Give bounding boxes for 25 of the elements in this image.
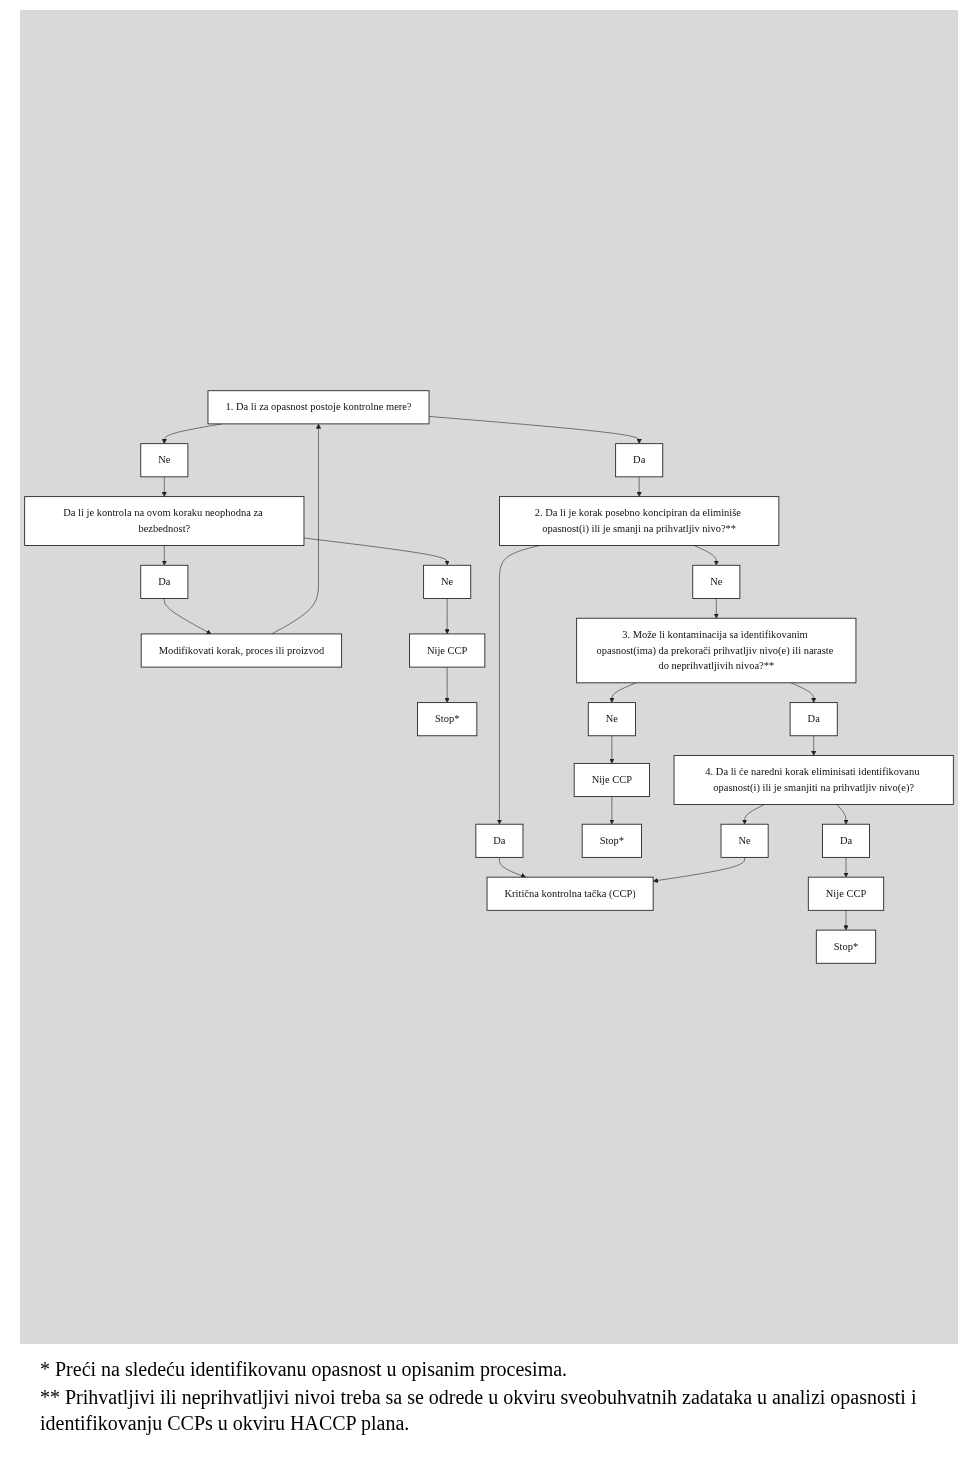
node-box: Ne [140, 443, 189, 478]
footnote: * Preći na sledeću identifikovanu opasnost u opisanim procesima. [40, 1357, 569, 1382]
node-box: Nije CCP [409, 633, 486, 668]
node-box: Da [615, 443, 664, 478]
node-box: Modifikovati korak, proces ili proizvod [140, 633, 343, 668]
node-box: Da li je kontrola na ovom koraku neophodna za bezbednost? [24, 496, 305, 546]
node-box: Ne [587, 702, 636, 737]
node-box: Stop* [815, 929, 877, 964]
node-box: 1. Da li za opasnost postoje kontrolne mere? [207, 390, 430, 425]
node-box: Da [822, 823, 870, 858]
node-box: Da [140, 564, 189, 599]
node-box: 2. Da li je korak posebno koncipiran da eliminiše opasnost(i) ili je smanji na prihvatljiv nivo?** [499, 496, 780, 546]
node-box: Stop* [417, 702, 478, 737]
node-box: 3. Može li kontaminacija sa identifikovanim opasnost(ima) da prekorači prihvatljiv nivo(e) ili naraste do neprihvatljivih nivoa?** [576, 617, 857, 684]
node-box: Kritična kontrolna tačka (CCP) [486, 876, 654, 911]
node-box: Da [475, 823, 524, 858]
node-box: Ne [720, 823, 769, 858]
node-box: 4. Da li će naredni korak eliminisati identifikovanu opasnost(i) ili je smanjiti na prihvatljiv nivo(e)? [673, 755, 954, 805]
node-box: Ne [423, 564, 472, 599]
footnote: ** Prihvatljivi ili neprihvatljivi nivoi treba sa se odrede u okviru sveobuhvatnih zadataka u analizi opasnosti i identifikovanju CCPs u okviru HACCP plana. [40, 1385, 918, 1436]
node-box: Nije CCP [807, 876, 885, 911]
node-box: Da [789, 702, 838, 737]
node-box: Ne [692, 564, 741, 599]
node-box: Stop* [581, 823, 642, 858]
node-box: Nije CCP [573, 762, 650, 797]
